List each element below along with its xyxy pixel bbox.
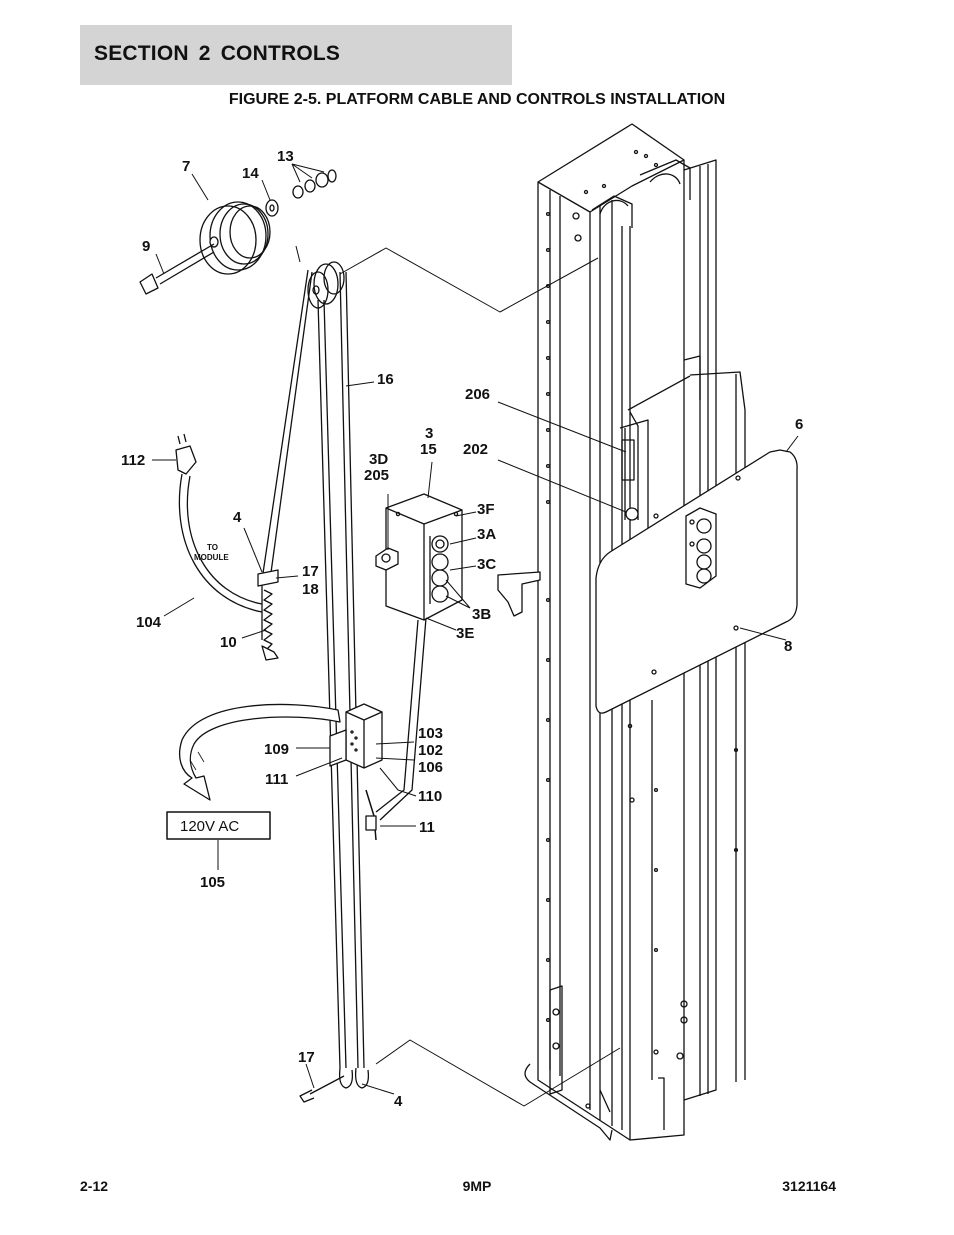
voltage-label-box [166,811,271,840]
voltage-label: 120V AC [180,818,239,835]
sheave-parts [139,169,345,309]
leader-lines [152,163,799,1095]
callout-104: 104 [136,614,162,631]
rotation-arrow [178,703,341,801]
callout-206: 206 [465,386,490,403]
callout-205: 205 [364,467,389,484]
callout-7: 7 [182,158,190,175]
callouts: 7 13 14 9 16 206 6 3 15 202 3D 205 112 3… [121,148,803,1110]
page-number: 2-12 [80,1178,109,1194]
callout-3: 3 [425,425,433,442]
callout-9: 9 [142,238,150,255]
callout-106: 106 [418,759,443,776]
callout-3f: 3F [477,501,495,518]
to-module-line2: MODULE [194,553,229,562]
callout-109: 109 [264,741,289,758]
callout-111: 111 [265,771,288,788]
callout-103: 103 [418,725,443,742]
callout-3c: 3C [477,556,496,573]
section-banner: SECTION 2 CONTROLS [80,25,512,85]
callout-17-bolt: 17 [298,1049,315,1066]
callout-110: 110 [418,788,442,805]
callout-3e: 3E [456,625,474,642]
callout-16: 16 [377,371,394,388]
callout-3d: 3D [369,451,388,468]
callout-6: 6 [795,416,803,433]
model-name: 9MP [462,1178,492,1194]
callout-13: 13 [277,148,294,165]
callout-112: 112 [121,452,145,469]
callout-15: 15 [420,441,437,458]
callout-4-top: 4 [233,509,242,526]
junction-box [329,703,383,841]
callout-18: 18 [302,581,319,598]
section-title: SECTION 2 CONTROLS [94,42,341,65]
callout-4-bottom: 4 [394,1093,403,1110]
callout-8: 8 [784,638,792,655]
callout-105: 105 [200,874,225,891]
callout-3a: 3A [477,526,496,543]
callout-10: 10 [220,634,237,651]
callout-14: 14 [242,165,259,182]
callout-17-clamp: 17 [302,563,319,580]
callout-202: 202 [463,441,488,458]
cable-runs [175,269,427,1103]
callout-11: 11 [419,819,435,836]
control-box [375,493,463,621]
document-number: 3121164 [782,1178,836,1194]
callout-102: 102 [418,742,443,759]
figure-title: FIGURE 2-5. PLATFORM CABLE AND CONTROLS … [228,91,726,108]
callout-3b: 3B [472,606,491,623]
to-module-line1: TO [207,543,218,552]
mast-assembly [295,123,798,1141]
